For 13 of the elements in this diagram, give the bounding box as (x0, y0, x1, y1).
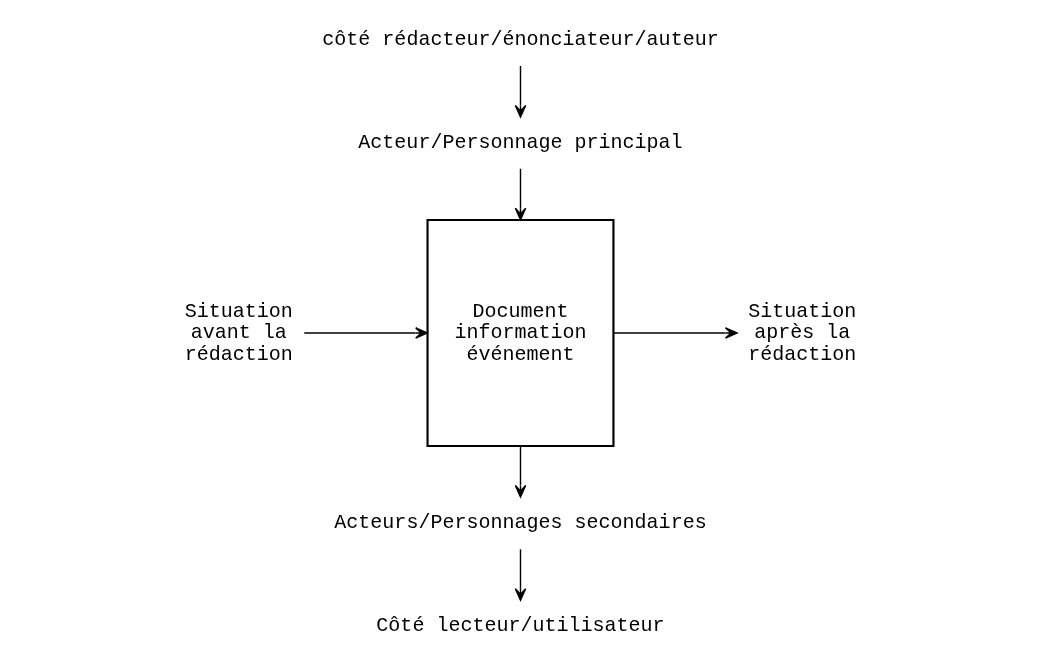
node-text: Situation avant la rédaction (184, 299, 293, 366)
arrow (514, 548, 527, 601)
node-box: Document information événement (426, 218, 615, 448)
node-text: Acteur/Personnage principal (358, 131, 683, 155)
node-text: Côté lecteur/utilisateur (376, 614, 665, 638)
arrow (612, 327, 738, 339)
node-text: Acteurs/Personnages secondaires (334, 511, 707, 535)
node-text: côté rédacteur/énonciateur/auteur (322, 28, 719, 52)
arrow (514, 445, 527, 498)
arrow (303, 327, 428, 339)
arrow (514, 168, 527, 221)
node-text: Situation après la rédaction (748, 299, 857, 366)
arrow (514, 65, 527, 118)
